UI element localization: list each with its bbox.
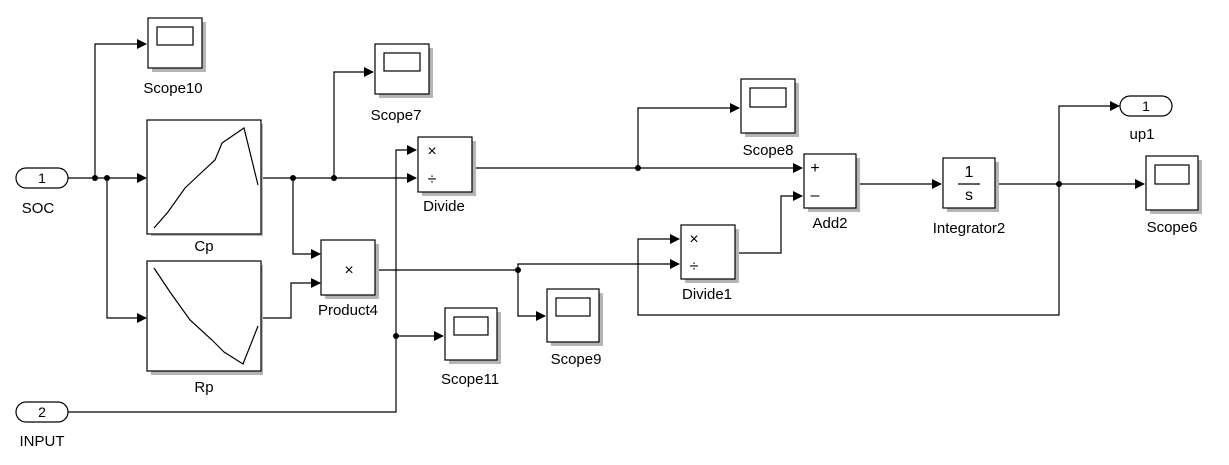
lookup-rp-label: Rp (194, 379, 213, 396)
wire-product4-to-divide1[interactable] (375, 259, 680, 271)
scope7-label: Scope7 (371, 107, 422, 124)
product4-box[interactable] (320, 239, 376, 296)
integrator2-block[interactable]: 1 s Integrator2 (933, 157, 1006, 237)
wire-soc-to-rp[interactable] (106, 178, 147, 323)
signal-wires (68, 39, 1145, 413)
divide1-label: Divide1 (682, 286, 732, 303)
plus-icon: + (810, 160, 819, 177)
divide-box[interactable] (417, 136, 473, 193)
divide-label: Divide (423, 198, 465, 215)
scope-screen-icon (383, 52, 421, 72)
divide1-box[interactable] (680, 224, 736, 280)
scope9-label: Scope9 (551, 351, 602, 368)
lookup-rp-curve-icon (153, 267, 259, 365)
scope8-label: Scope8 (743, 142, 794, 159)
branch-dot (331, 175, 337, 181)
inport-soc-number: 1 (38, 170, 46, 186)
minus-icon: – (811, 187, 820, 204)
wire-divide1-to-add2[interactable] (735, 191, 803, 254)
inport-soc[interactable]: 1 SOC (15, 167, 69, 217)
divide1-block[interactable]: × ÷ Divide1 (680, 224, 739, 303)
wire-soc-to-scope10[interactable] (94, 39, 147, 178)
divide-block[interactable]: × ÷ Divide (417, 136, 476, 215)
scope-screen-icon (749, 87, 787, 108)
scope7-block[interactable]: Scope7 (371, 43, 433, 124)
outport-up1-label: up1 (1129, 126, 1154, 143)
wire-cp-to-product4[interactable] (292, 178, 321, 259)
branch-dot (515, 267, 521, 273)
product4-block[interactable]: × Product4 (318, 239, 379, 319)
scope-screen-icon (555, 297, 591, 317)
inport-input-label: INPUT (20, 433, 65, 450)
wire-divide-to-scope8[interactable] (637, 103, 740, 168)
branch-dot (393, 333, 399, 339)
add2-box[interactable] (803, 153, 857, 209)
lookup-rp[interactable]: Rp (146, 260, 263, 396)
scope6-block[interactable]: Scope6 (1145, 155, 1202, 236)
outport-up1-number: 1 (1142, 98, 1150, 114)
divide-icon: ÷ (690, 258, 699, 275)
branch-dot (635, 165, 641, 171)
branch-dot (104, 175, 110, 181)
lookup-cp[interactable]: Cp (146, 119, 263, 255)
scope9-block[interactable]: Scope9 (546, 288, 603, 368)
wire-input-to-divide[interactable] (68, 145, 417, 413)
scope11-block[interactable]: Scope11 (441, 307, 501, 388)
inport-input-number: 2 (38, 404, 46, 420)
scope8-block[interactable]: Scope8 (740, 78, 799, 159)
multiply-icon: × (427, 143, 436, 160)
inport-input-shape[interactable] (15, 401, 69, 423)
lookup-cp-box[interactable] (146, 119, 262, 235)
multiply-icon: × (689, 231, 698, 248)
branch-dot (1056, 181, 1062, 187)
wire-product4-to-scope9[interactable] (517, 270, 546, 321)
integrator-numerator: 1 (965, 164, 974, 181)
integrator2-box[interactable] (942, 157, 996, 209)
add2-label: Add2 (812, 215, 847, 232)
wire-integrator-to-up1[interactable] (1058, 101, 1120, 184)
scope-screen-icon (1154, 164, 1190, 185)
product4-label: Product4 (318, 302, 378, 319)
integrator-denominator: s (965, 187, 973, 204)
outport-up1[interactable]: 1 up1 (1119, 95, 1173, 143)
scope-screen-icon (156, 26, 194, 46)
branch-points (92, 165, 1062, 339)
scope11-label: Scope11 (441, 371, 499, 388)
wire-integrator-feedback-to-divide1[interactable] (637, 184, 1060, 316)
inport-input[interactable]: 2 INPUT (15, 401, 69, 450)
integrator2-label: Integrator2 (933, 220, 1006, 237)
inport-soc-label: SOC (22, 200, 55, 217)
divide-icon: ÷ (428, 171, 437, 188)
scope-screen-icon (453, 316, 489, 336)
outport-up1-shape[interactable] (1119, 95, 1173, 117)
multiply-icon: × (344, 262, 353, 279)
wire-cp-to-scope7[interactable] (333, 67, 374, 178)
lookup-cp-curve-icon (153, 127, 259, 229)
lookup-rp-box[interactable] (146, 260, 262, 372)
scope10-block[interactable]: Scope10 (143, 17, 206, 97)
inport-soc-shape[interactable] (15, 167, 69, 189)
add2-block[interactable]: + – Add2 (803, 153, 860, 232)
branch-dot (290, 175, 296, 181)
wire-rp-to-product4[interactable] (262, 278, 321, 319)
branch-dot (92, 175, 98, 181)
scope10-label: Scope10 (143, 80, 202, 97)
scope6-label: Scope6 (1147, 219, 1198, 236)
lookup-cp-label: Cp (194, 238, 213, 255)
